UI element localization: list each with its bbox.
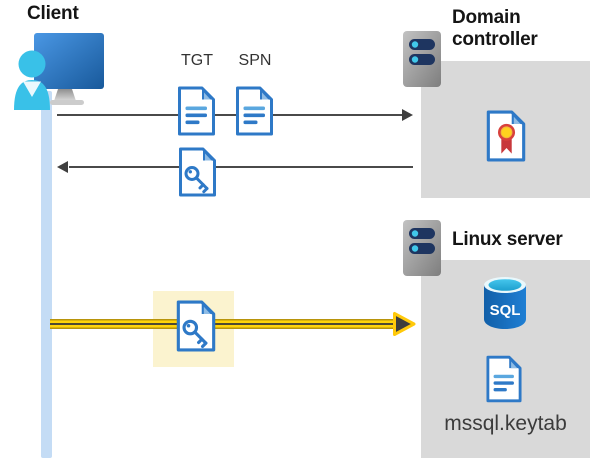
- person-collar: [23, 81, 41, 97]
- highlighted-ticket-key-file-icon: [176, 300, 216, 352]
- response-arrow-line: [69, 166, 413, 168]
- keytab-file-icon: [486, 355, 522, 403]
- monitor-base: [50, 100, 84, 105]
- domain-controller-server-icon: [403, 31, 441, 87]
- kerberos-connection-arrowhead-icon: [393, 312, 416, 336]
- spn-label: SPN: [238, 52, 272, 69]
- person-head: [18, 50, 46, 78]
- spn-document-icon: [236, 86, 273, 136]
- domain-controller-label: Domain controller: [452, 7, 538, 50]
- request-arrowhead-icon: [402, 109, 413, 121]
- linux-server-icon: [403, 220, 441, 276]
- tgt-label: TGT: [181, 52, 213, 69]
- tgt-document-icon: [178, 86, 215, 136]
- ticket-key-file-icon: [179, 147, 216, 197]
- client-label: Client: [27, 3, 79, 24]
- sql-text: SQL: [490, 302, 521, 319]
- keytab-caption: mssql.keytab: [444, 412, 567, 435]
- sql-database-icon: SQL: [484, 277, 526, 329]
- client-user-computer-icon: [14, 33, 104, 110]
- monitor-shape: [34, 33, 104, 89]
- response-arrowhead-icon: [57, 161, 68, 173]
- linux-server-label: Linux server: [452, 229, 563, 250]
- certificate-file-icon: [486, 110, 526, 162]
- client-lifeline: [41, 91, 52, 458]
- monitor-stand: [54, 89, 76, 101]
- kerberos-connection-arrow-line: [50, 319, 396, 329]
- request-arrow-line: [57, 114, 403, 116]
